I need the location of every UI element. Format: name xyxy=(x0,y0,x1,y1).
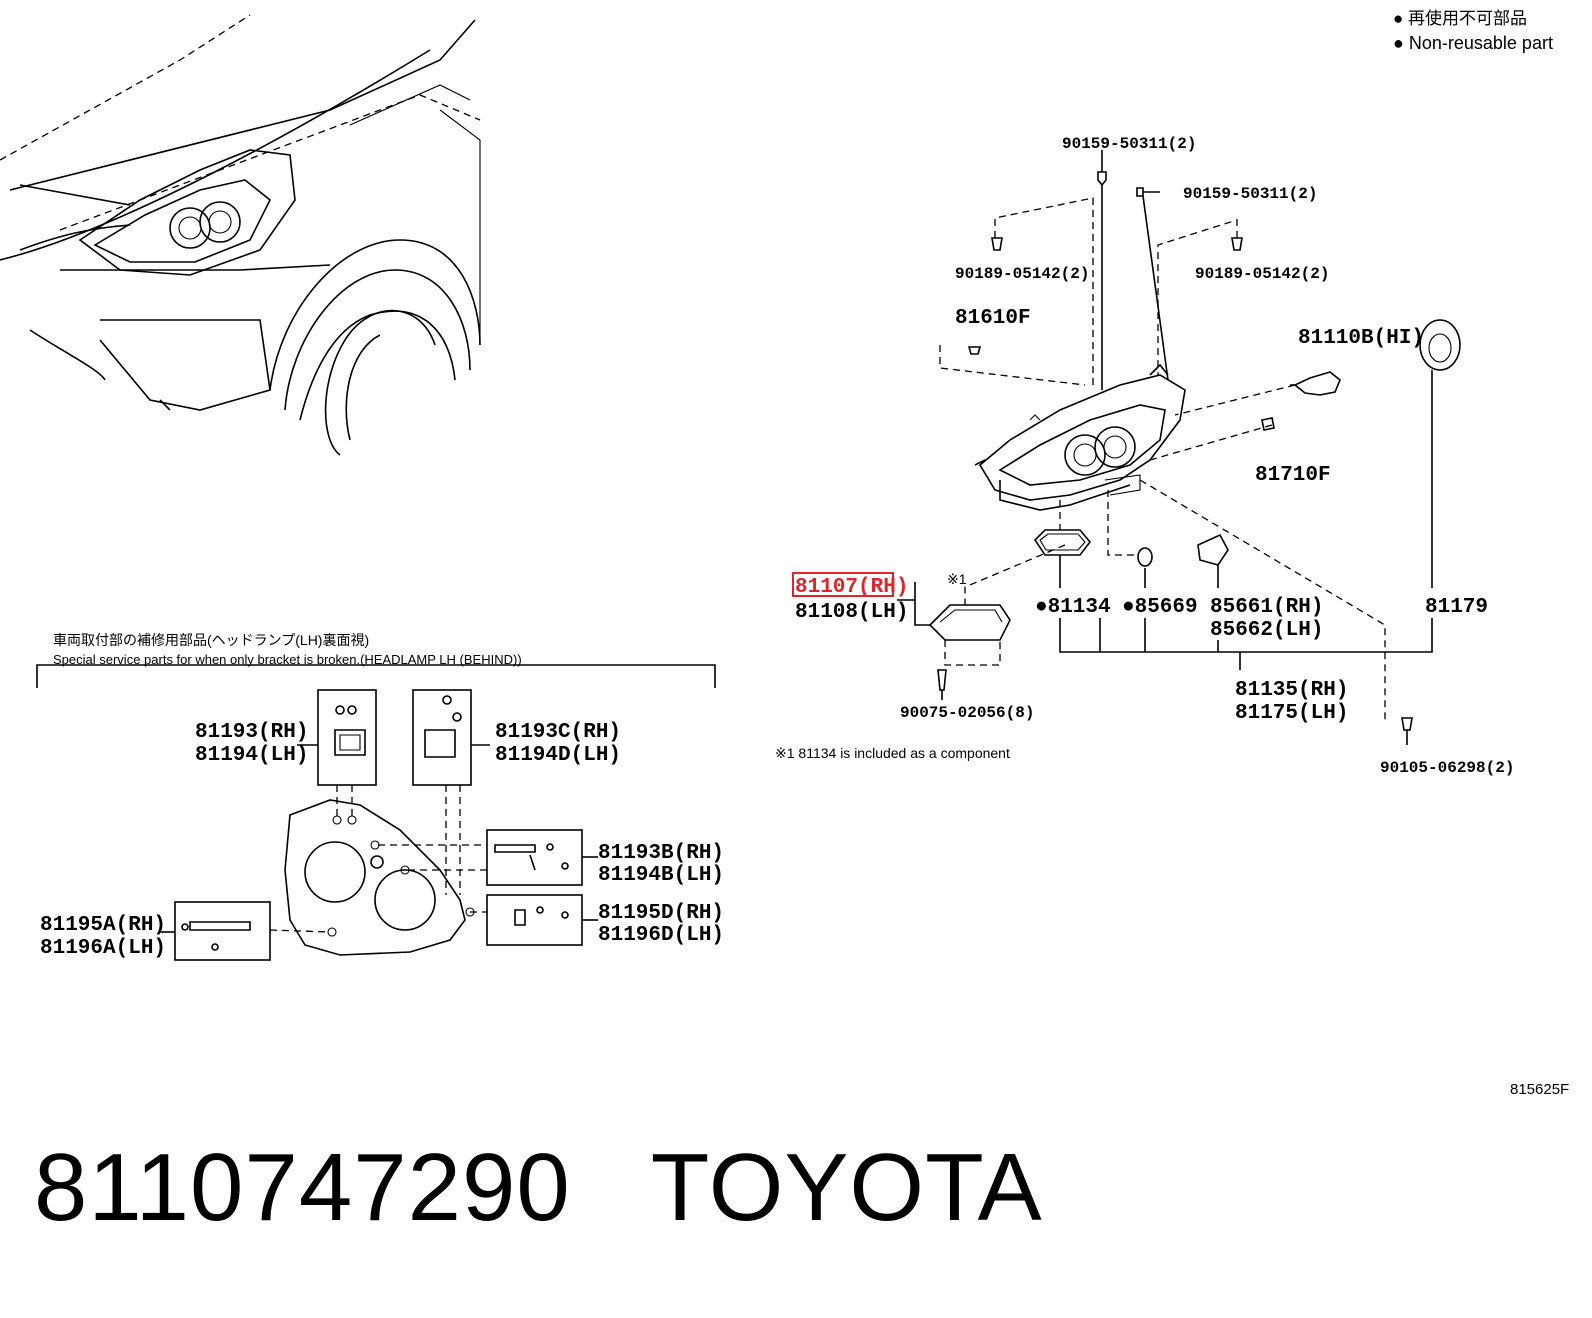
label-81193-rh: 81193(RH) xyxy=(195,721,308,744)
label-81195A-rh: 81195A(RH) xyxy=(40,914,166,937)
label-81195D-rh: 81195D(RH) xyxy=(598,902,724,925)
label-85661-rh: 85661(RH) xyxy=(1210,596,1323,619)
diagram-code: 815625F xyxy=(1510,1081,1569,1098)
label-81107-rh: 81107(RH) xyxy=(795,576,908,599)
legend-jp: ● 再使用不可部品 xyxy=(1393,8,1527,28)
label-81193B-rh: 81193B(RH) xyxy=(598,842,724,865)
legend-en: ● Non-reusable part xyxy=(1393,33,1553,53)
label-81134: ●81134 xyxy=(1035,596,1111,619)
component-note: ※1 81134 is included as a component xyxy=(775,745,1010,761)
label-85662-lh: 85662(LH) xyxy=(1210,619,1323,642)
label-90189-left: 90189-05142(2) xyxy=(955,265,1089,283)
label-81610F: 81610F xyxy=(955,307,1031,330)
label-81179: 81179 xyxy=(1425,596,1488,619)
headlamp-assembly xyxy=(897,150,1461,745)
bracket-section xyxy=(36,664,716,961)
bracket-title-en: Special service parts for when only brac… xyxy=(53,652,522,667)
part-number: 8110747290 xyxy=(34,1134,571,1241)
label-81194B-lh: 81194B(LH) xyxy=(598,864,724,887)
highlight-box xyxy=(792,572,894,597)
bracket-title-jp: 車両取付部の補修用部品(ヘッドランプ(LH)裏面視) xyxy=(53,632,369,648)
label-90105: 90105-06298(2) xyxy=(1380,759,1514,777)
label-90075: 90075-02056(8) xyxy=(900,704,1034,722)
label-81196A-lh: 81196A(LH) xyxy=(40,937,166,960)
label-81194D-lh: 81194D(LH) xyxy=(495,744,621,767)
label-81193C-rh: 81193C(RH) xyxy=(495,721,621,744)
label-90159-top: 90159-50311(2) xyxy=(1062,135,1196,153)
car-front-illustration xyxy=(0,14,481,456)
label-81108-lh: 81108(LH) xyxy=(795,601,908,624)
label-81135-rh: 81135(RH) xyxy=(1235,679,1348,702)
brand-name: TOYOTA xyxy=(650,1134,1043,1241)
label-81196D-lh: 81196D(LH) xyxy=(598,924,724,947)
note-mark: ※1 xyxy=(947,571,967,587)
label-81194-lh: 81194(LH) xyxy=(195,744,308,767)
label-90159-right: 90159-50311(2) xyxy=(1183,185,1317,203)
label-81110B: 81110B(HI) xyxy=(1298,327,1424,350)
label-81175-lh: 81175(LH) xyxy=(1235,702,1348,725)
label-90189-right: 90189-05142(2) xyxy=(1195,265,1329,283)
label-85669: ●85669 xyxy=(1122,596,1198,619)
label-81710F: 81710F xyxy=(1255,464,1331,487)
